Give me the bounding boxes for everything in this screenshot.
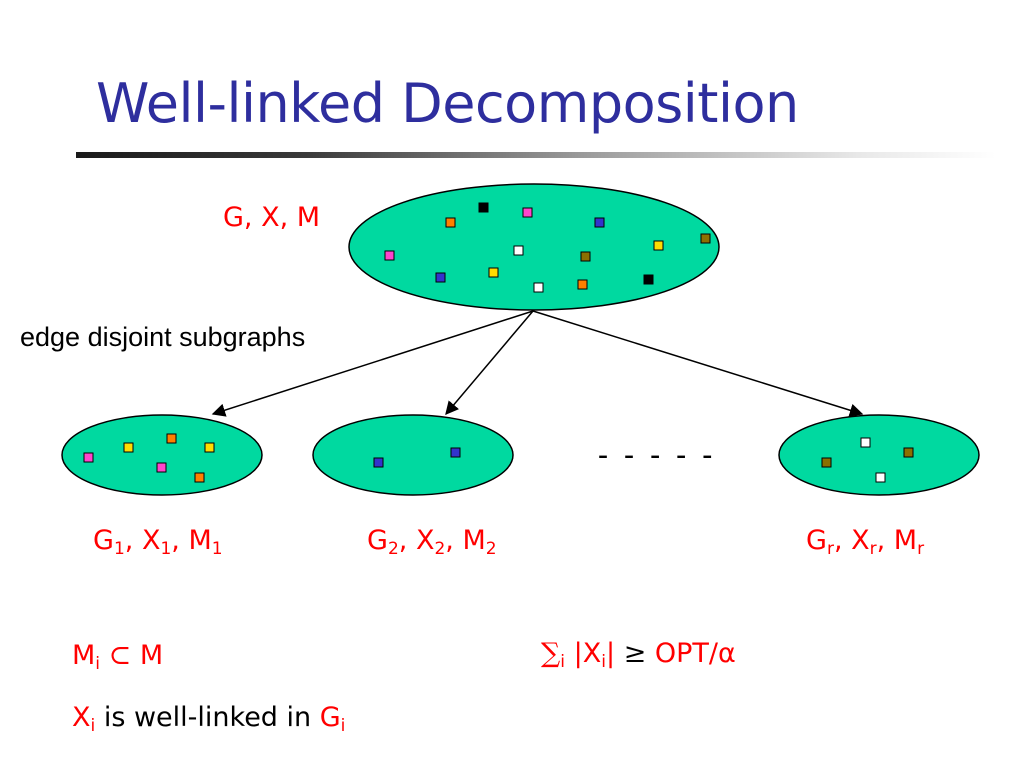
terminal-square xyxy=(643,274,654,285)
child-1-g-sub: 1 xyxy=(113,539,125,559)
sum-sub: i xyxy=(560,652,566,672)
child-2-label: G2, X2, M2 xyxy=(367,525,497,559)
terminal-square xyxy=(204,442,215,453)
child-2-x-sub: 2 xyxy=(434,539,446,559)
edge-to-child-2 xyxy=(445,310,534,416)
child-2-g-sub: 2 xyxy=(387,539,399,559)
child-r-terminals xyxy=(821,437,914,483)
welllinked-x-sub: i xyxy=(90,716,96,736)
child-2-m: M xyxy=(462,525,486,556)
terminal-square xyxy=(478,202,489,213)
child-r-g-sub: r xyxy=(826,539,834,559)
terminal-square xyxy=(533,282,544,293)
child-1-x: X xyxy=(141,525,161,556)
child-1-graph-ellipse xyxy=(61,414,263,496)
terminal-square xyxy=(653,240,664,251)
child-2-terminals xyxy=(373,447,461,468)
terminal-square xyxy=(156,462,167,473)
terminal-square xyxy=(373,457,384,468)
sum-rhs: OPT/α xyxy=(654,638,736,669)
child-r-m-sub: r xyxy=(917,539,925,559)
terminal-square xyxy=(384,250,395,261)
terminal-square xyxy=(522,207,533,218)
child-1-g: G xyxy=(93,525,114,556)
child-2-g: G xyxy=(367,525,388,556)
edge-to-child-r xyxy=(532,310,864,417)
terminal-square xyxy=(445,217,456,228)
terminal-square xyxy=(488,267,499,278)
child-1-terminals xyxy=(83,433,215,483)
terminal-square xyxy=(903,447,914,458)
child-1-m-sub: 1 xyxy=(211,539,223,559)
subset-m: M xyxy=(72,640,96,671)
sum-inequality: ∑i |Xi| ≥ OPT/α xyxy=(541,638,736,672)
sum-symbol: ∑ xyxy=(541,638,561,669)
terminal-square xyxy=(194,472,205,483)
terminal-square xyxy=(875,472,886,483)
ellipsis-dashes: ----- xyxy=(594,438,725,473)
edge-to-child-1 xyxy=(211,310,534,417)
child-1-m: M xyxy=(188,525,212,556)
welllinked-g-sub: i xyxy=(340,716,346,736)
child-2-x: X xyxy=(415,525,435,556)
terminal-square xyxy=(83,452,94,463)
terminal-square xyxy=(450,447,461,458)
root-graph-label: G, X, M xyxy=(223,202,321,233)
abs-sub: i xyxy=(601,652,606,672)
subset-statement: Mi ⊂ M xyxy=(72,640,164,674)
terminal-square xyxy=(594,217,605,228)
welllinked-g: G xyxy=(319,702,341,733)
terminal-square xyxy=(577,279,588,290)
terminal-square xyxy=(580,251,591,262)
welllinked-statement: Xi is well-linked in Gi xyxy=(72,702,346,736)
root-terminals xyxy=(384,202,711,293)
child-r-g: G xyxy=(806,525,827,556)
terminal-square xyxy=(700,233,711,244)
child-1-label: G1, X1, M1 xyxy=(93,525,223,559)
terminal-square xyxy=(821,457,832,468)
child-r-x: X xyxy=(851,525,870,556)
geq-symbol: ≥ xyxy=(623,638,647,669)
child-2-graph-ellipse xyxy=(312,414,514,496)
title-underline xyxy=(76,152,996,158)
subset-rhs: M xyxy=(139,640,164,671)
terminal-square xyxy=(166,433,177,444)
welllinked-text: is well-linked in xyxy=(95,702,320,733)
child-2-m-sub: 2 xyxy=(485,539,497,559)
child-r-graph-ellipse xyxy=(778,414,980,496)
child-r-label: Gr, Xr, Mr xyxy=(806,525,925,559)
child-r-m: M xyxy=(893,525,918,556)
child-r-x-sub: r xyxy=(869,539,877,559)
terminal-square xyxy=(860,437,871,448)
terminal-square xyxy=(513,245,524,256)
slide-title: Well-linked Decomposition xyxy=(96,72,799,135)
child-1-x-sub: 1 xyxy=(160,539,172,559)
abs-open: |X xyxy=(573,638,602,669)
subset-m-sub: i xyxy=(95,654,101,674)
terminal-square xyxy=(123,442,134,453)
edge-disjoint-label: edge disjoint subgraphs xyxy=(20,322,306,352)
terminal-square xyxy=(435,272,446,283)
abs-close: | xyxy=(605,638,616,669)
welllinked-x: X xyxy=(72,702,91,733)
subset-symbol: ⊂ xyxy=(108,640,132,671)
